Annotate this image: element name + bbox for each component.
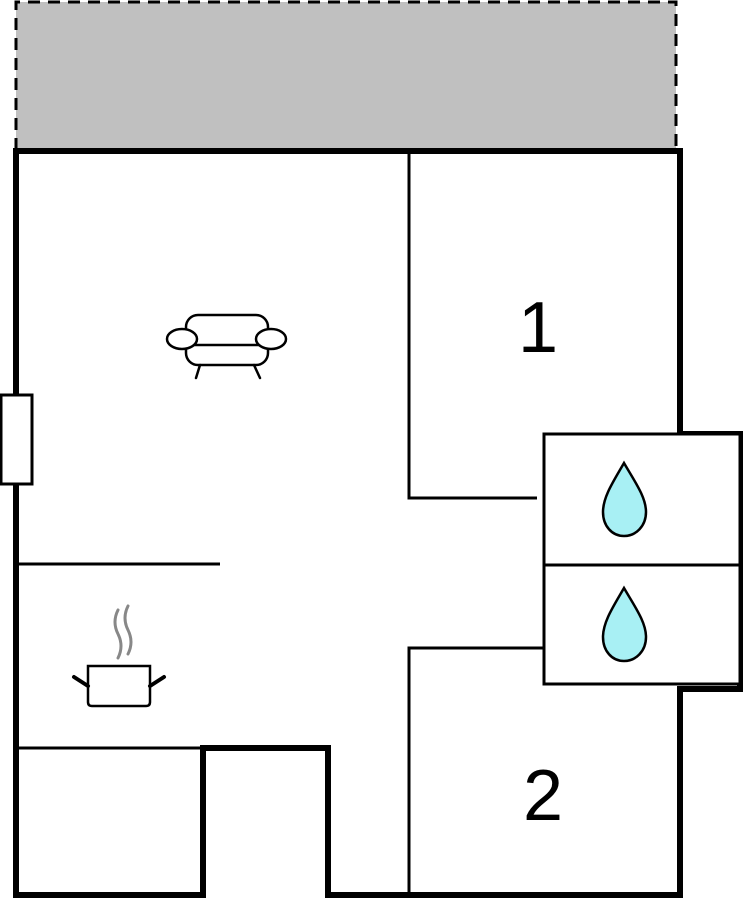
terrace-area xyxy=(16,2,676,152)
window xyxy=(0,393,34,486)
water-drop-icon xyxy=(601,460,648,538)
terrace-dashed-outline xyxy=(14,0,678,150)
room-label-bedroom-1: 1 xyxy=(518,288,558,368)
terrace xyxy=(14,0,678,152)
bedroom-2-wall xyxy=(407,646,544,895)
pot-body xyxy=(86,664,152,708)
sofa-icon xyxy=(165,313,288,380)
cooking-pot-icon xyxy=(72,604,166,708)
interior-walls xyxy=(16,151,544,895)
steam-lines xyxy=(113,604,133,660)
water-drop-icon xyxy=(601,585,648,663)
room-label-bedroom-2: 2 xyxy=(523,756,563,836)
bedroom-1-wall xyxy=(407,151,537,500)
